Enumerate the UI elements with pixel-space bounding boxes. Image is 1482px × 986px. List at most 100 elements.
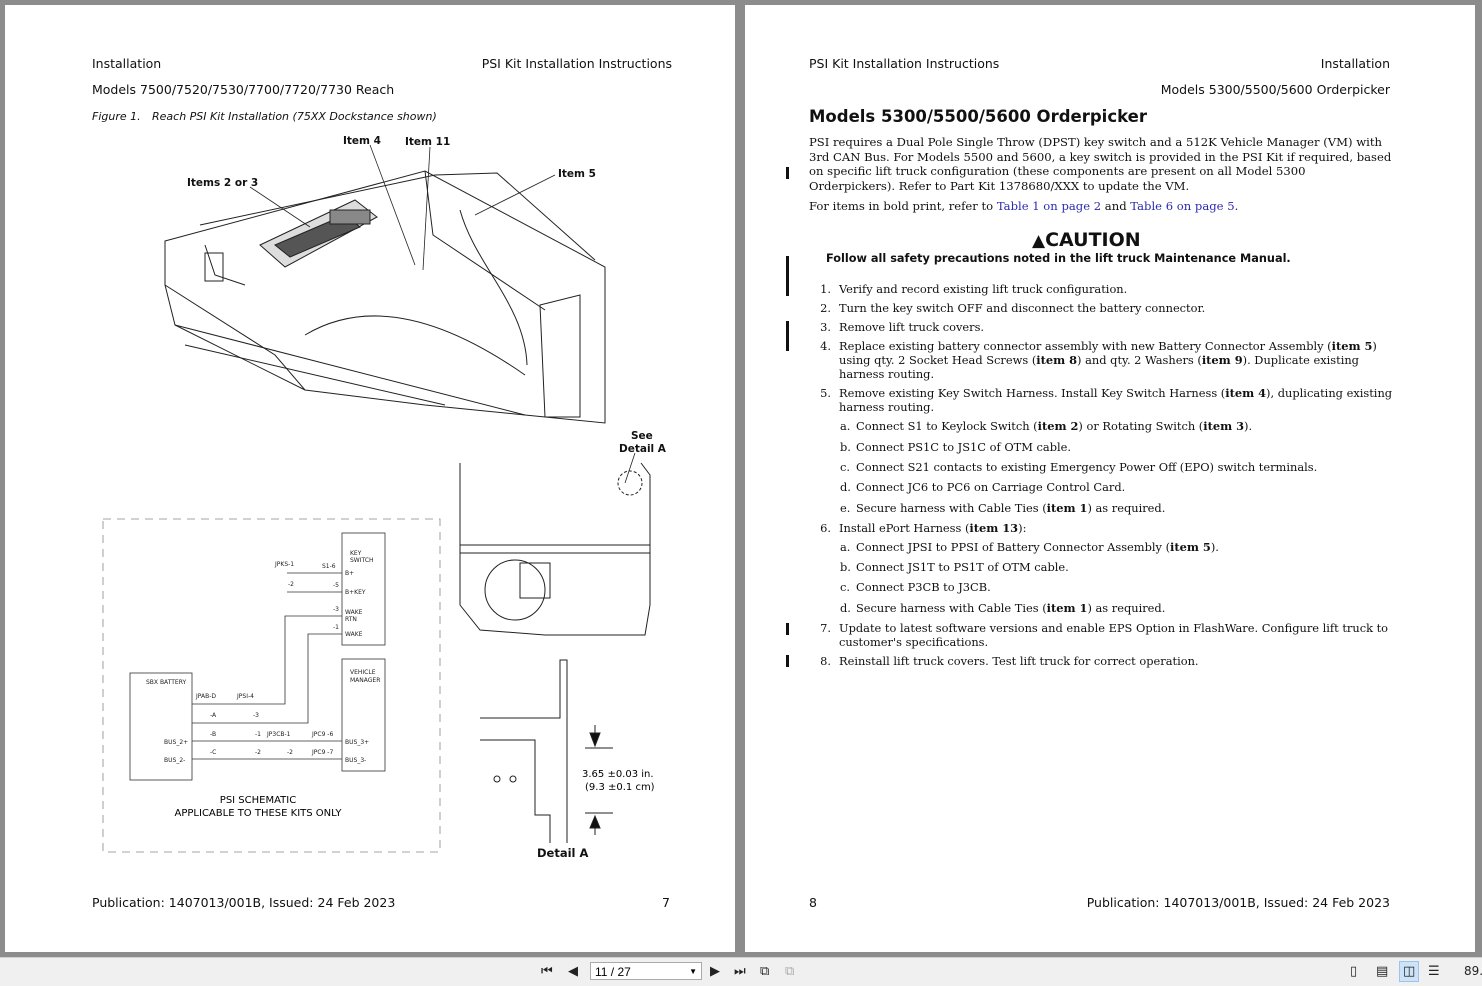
item-reference: item 9 — [1201, 352, 1243, 367]
figure-label: Figure 1. — [92, 110, 141, 123]
two-page-icon[interactable]: ◫ — [1399, 961, 1420, 982]
procedure-step: 1. Verify and record existing lift truck … — [809, 282, 1394, 296]
truck-illustration — [164, 170, 606, 424]
step-text: ). Duplicate existing harness routing. — [839, 352, 1359, 382]
callout-item-5: Item 5 — [558, 168, 596, 180]
procedure-step: 5. Remove existing Key Switch Harness. In… — [809, 386, 1394, 415]
schematic-label: JPSI-4 — [236, 693, 254, 700]
single-page-icon[interactable]: ▯ — [1350, 964, 1358, 979]
schematic-label: -3 — [253, 712, 259, 719]
schematic-label: MANAGER — [350, 677, 380, 684]
page-number-field[interactable]: 11 / 27▼ — [590, 962, 702, 980]
item-reference: item 8 — [1036, 352, 1078, 367]
page-number: 8 — [809, 895, 817, 910]
next-page-icon[interactable]: ▶ — [710, 964, 720, 979]
top-view-illustration — [459, 462, 651, 636]
schematic-label: SWITCH — [350, 557, 374, 564]
step-text: Turn the key switch OFF and disconnect t… — [839, 300, 1206, 315]
step-text: Install ePort Harness ( — [839, 520, 970, 535]
prev-page-icon[interactable]: ◀ — [568, 964, 578, 979]
step-number: 5. — [820, 386, 831, 401]
step-number: d. — [840, 600, 851, 615]
last-page-icon[interactable]: ⏭ — [734, 964, 746, 979]
procedure-substep: b. Connect JS1T to PS1T of OTM cable. — [809, 560, 1394, 574]
step-text: Connect S21 contacts to existing Emergen… — [856, 459, 1318, 474]
fit-icon[interactable]: ⧉ — [785, 964, 795, 979]
schematic-label: JPKS-1 — [274, 561, 294, 568]
change-bar — [786, 623, 789, 635]
chevron-down-icon[interactable]: ▼ — [689, 967, 697, 976]
procedure-step: 8. Reinstall lift truck covers. Test lift… — [809, 654, 1394, 668]
step-number: a. — [840, 419, 851, 434]
procedure-step: 7.Update to latest software versions and… — [809, 621, 1394, 650]
schematic-label: JPC9 -7 — [311, 749, 333, 756]
step-text: Connect JS1T to PS1T of OTM cable. — [856, 560, 1069, 575]
step-number: c. — [840, 459, 851, 474]
step-text: ) or Rotating Switch ( — [1078, 419, 1204, 434]
step-text: Reinstall lift truck covers. Test lift t… — [839, 654, 1199, 669]
schematic-label: JPAB-D — [195, 693, 216, 700]
procedure-step: 4.Replace existing battery connector ass… — [809, 339, 1394, 382]
schematic-label: VEHICLE — [350, 669, 376, 676]
step-text: ) as required. — [1087, 500, 1166, 515]
item-reference: item 3 — [1203, 419, 1245, 434]
step-text: Connect S1 to Keylock Switch ( — [856, 419, 1038, 434]
step-text: Replace existing battery connector assem… — [839, 338, 1332, 353]
step-number: b. — [840, 439, 851, 454]
step-text: ): — [1018, 520, 1027, 535]
section-title: Models 5300/5500/5600 Orderpicker — [809, 107, 1147, 126]
link-table-1[interactable]: Table 1 on page 2 — [996, 199, 1102, 213]
models-subheader: Models 7500/7520/7530/7700/7720/7730 Rea… — [92, 82, 395, 97]
schematic-label: -C — [210, 749, 216, 756]
callout-see: See — [631, 430, 653, 442]
pdf-page-7: Installation PSI Kit Installation Instru… — [5, 5, 735, 952]
refer-paragraph: For items in bold print, refer to Table … — [809, 199, 1394, 214]
schematic-label: BUS_3+ — [345, 739, 369, 746]
schematic-label: -A — [210, 712, 217, 719]
item-reference: item 4 — [1225, 386, 1267, 401]
step-text: ), duplicating existing harness routing. — [839, 386, 1393, 415]
procedure-substep: d.Connect JC6 to PC6 on Carriage Control… — [809, 480, 1394, 494]
caution-text: Follow all safety precautions noted in t… — [826, 252, 1291, 265]
continuous-icon[interactable]: ▤ — [1376, 964, 1389, 979]
schematic-label: -2 — [287, 749, 293, 756]
step-number: d. — [840, 480, 851, 495]
running-header-right: Installation — [1320, 56, 1390, 71]
schematic-label: -1 — [255, 731, 261, 738]
procedure-steps: 1. Verify and record existing lift truck … — [809, 282, 1394, 673]
step-text: Remove existing Key Switch Harness. Inst… — [839, 386, 1226, 401]
change-bar — [786, 256, 789, 296]
step-text: Connect JPSI to PPSI of Battery Connecto… — [856, 539, 1171, 554]
link-table-6[interactable]: Table 6 on page 5 — [1130, 199, 1235, 213]
zoom-level[interactable]: 89. — [1464, 964, 1482, 978]
first-page-icon[interactable]: ⏮ — [541, 964, 553, 979]
callout-leaders — [249, 144, 636, 484]
warning-triangle-icon: ▲ — [1032, 231, 1046, 251]
change-bar — [786, 655, 789, 667]
footer-publication: Publication: 1407013/001B, Issued: 24 Fe… — [1086, 895, 1390, 910]
schematic-label: -5 — [333, 582, 339, 589]
schematic-label: RTN — [345, 616, 357, 623]
schematic-label: -2 — [255, 749, 261, 756]
two-page-continuous-icon[interactable]: ☰ — [1428, 964, 1440, 979]
schematic-label: BUS_2- — [164, 757, 185, 764]
figure-caption: Reach PSI Kit Installation (75XX Docksta… — [152, 110, 437, 123]
psi-schematic: KEY SWITCH B+ B+KEY WAKE RTN WAKE JPKS-1… — [102, 518, 441, 853]
step-text: Verify and record existing lift truck co… — [839, 282, 1128, 296]
rotate-icon[interactable]: ⧉ — [760, 964, 770, 979]
schematic-label: SBX BATTERY — [146, 679, 186, 686]
step-number: 8. — [820, 654, 831, 669]
detail-a-illustration — [480, 659, 613, 843]
step-number: c. — [840, 580, 851, 595]
schematic-title: PSI SCHEMATIC — [220, 795, 296, 806]
schematic-label: JPC9 -6 — [311, 731, 333, 738]
step-number: 6. — [820, 520, 831, 535]
step-number: b. — [840, 560, 851, 575]
schematic-label: BUS_3- — [345, 757, 366, 764]
step-number: 3. — [820, 319, 831, 334]
running-header-left: PSI Kit Installation Instructions — [809, 56, 1000, 71]
step-text: Remove lift truck covers. — [839, 319, 985, 334]
step-number: 1. — [820, 282, 831, 296]
schematic-label: -2 — [288, 581, 294, 588]
callout-items-2-3: Items 2 or 3 — [187, 177, 258, 189]
